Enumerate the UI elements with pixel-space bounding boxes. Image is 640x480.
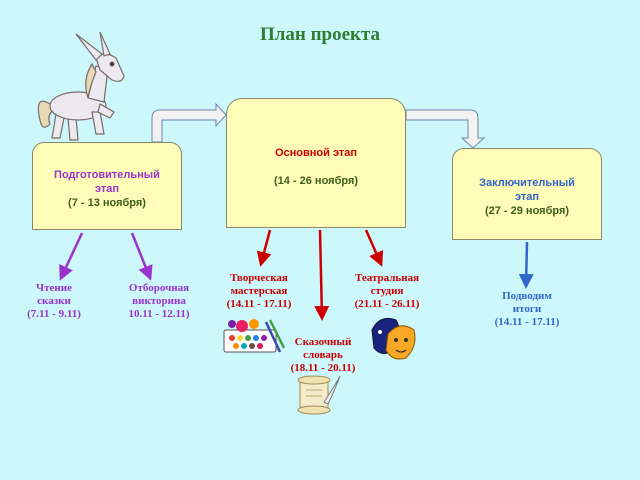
- activity-theater-line2: студия: [370, 285, 404, 297]
- arrow-to-summary: [518, 241, 534, 289]
- activity-theater-line1: Театральная: [354, 272, 420, 284]
- activity-summary-line2: итоги: [512, 303, 542, 315]
- activity-dictionary: Сказочный словарь (18.11 - 20.11): [278, 336, 368, 375]
- stage-preparatory-dates: (7 - 13 ноября): [68, 197, 146, 209]
- activity-theater-dates: (21.11 - 26.11): [354, 298, 420, 310]
- stage-main-name: Основной этап: [274, 147, 358, 159]
- stage-final-name-line1: Заключительный: [479, 177, 575, 189]
- scroll-quill-icon: [297, 375, 341, 415]
- activity-summary-dates: (14.11 - 17.11): [494, 316, 560, 328]
- activity-workshop: Творческая мастерская (14.11 - 17.11): [214, 272, 304, 311]
- arrow-to-theater: [364, 229, 384, 267]
- activity-reading-line1: Чтение: [36, 282, 72, 294]
- activity-summary-line1: Подводим: [502, 290, 552, 302]
- activity-reading-dates: (7.11 - 9.11): [27, 308, 81, 320]
- flow-arrow-1-to-2: [151, 102, 227, 143]
- flow-arrow-2-to-3: [405, 109, 486, 149]
- arrow-to-dictionary: [314, 229, 330, 321]
- theater-masks-icon: [371, 317, 416, 360]
- activity-reading-line2: сказки: [37, 295, 71, 307]
- activity-workshop-line1: Творческая: [230, 272, 288, 284]
- art-supplies-icon: [223, 319, 286, 353]
- stage-preparatory-name-line1: Подготовительный: [54, 169, 160, 181]
- activity-dictionary-line1: Сказочный: [294, 336, 352, 348]
- activity-theater: Театральная студия (21.11 - 26.11): [344, 272, 430, 311]
- activity-quiz-line1: Отборочная: [128, 282, 190, 294]
- page-title: План проекта: [259, 24, 381, 45]
- activity-workshop-line2: мастерская: [230, 285, 288, 297]
- stage-final: Заключительный этап (27 - 29 ноября): [452, 148, 602, 240]
- stage-preparatory-name-line2: этап: [94, 183, 120, 195]
- activity-summary: Подводим итоги (14.11 - 17.11): [482, 290, 572, 329]
- activity-quiz-line2: викторина: [132, 295, 186, 307]
- stage-final-dates: (27 - 29 ноября): [484, 205, 570, 217]
- stage-main-dates: (14 - 26 ноября): [273, 175, 359, 187]
- activity-dictionary-dates: (18.11 - 20.11): [290, 362, 356, 374]
- activity-quiz: Отборочная викторина 10.11 - 12.11): [114, 282, 204, 321]
- stage-preparatory: Подготовительный этап (7 - 13 ноября): [32, 142, 182, 230]
- arrow-to-quiz: [130, 232, 153, 281]
- activity-reading: Чтение сказки (7.11 - 9.11): [14, 282, 94, 321]
- activity-quiz-dates: 10.11 - 12.11): [128, 308, 190, 320]
- activity-dictionary-line2: словарь: [303, 349, 343, 361]
- arrow-to-reading: [59, 232, 84, 281]
- activity-workshop-dates: (14.11 - 17.11): [226, 298, 292, 310]
- arrow-to-workshop: [256, 229, 272, 267]
- stage-main: Основной этап (14 - 26 ноября): [226, 98, 406, 228]
- stage-final-name-line2: этап: [514, 191, 540, 203]
